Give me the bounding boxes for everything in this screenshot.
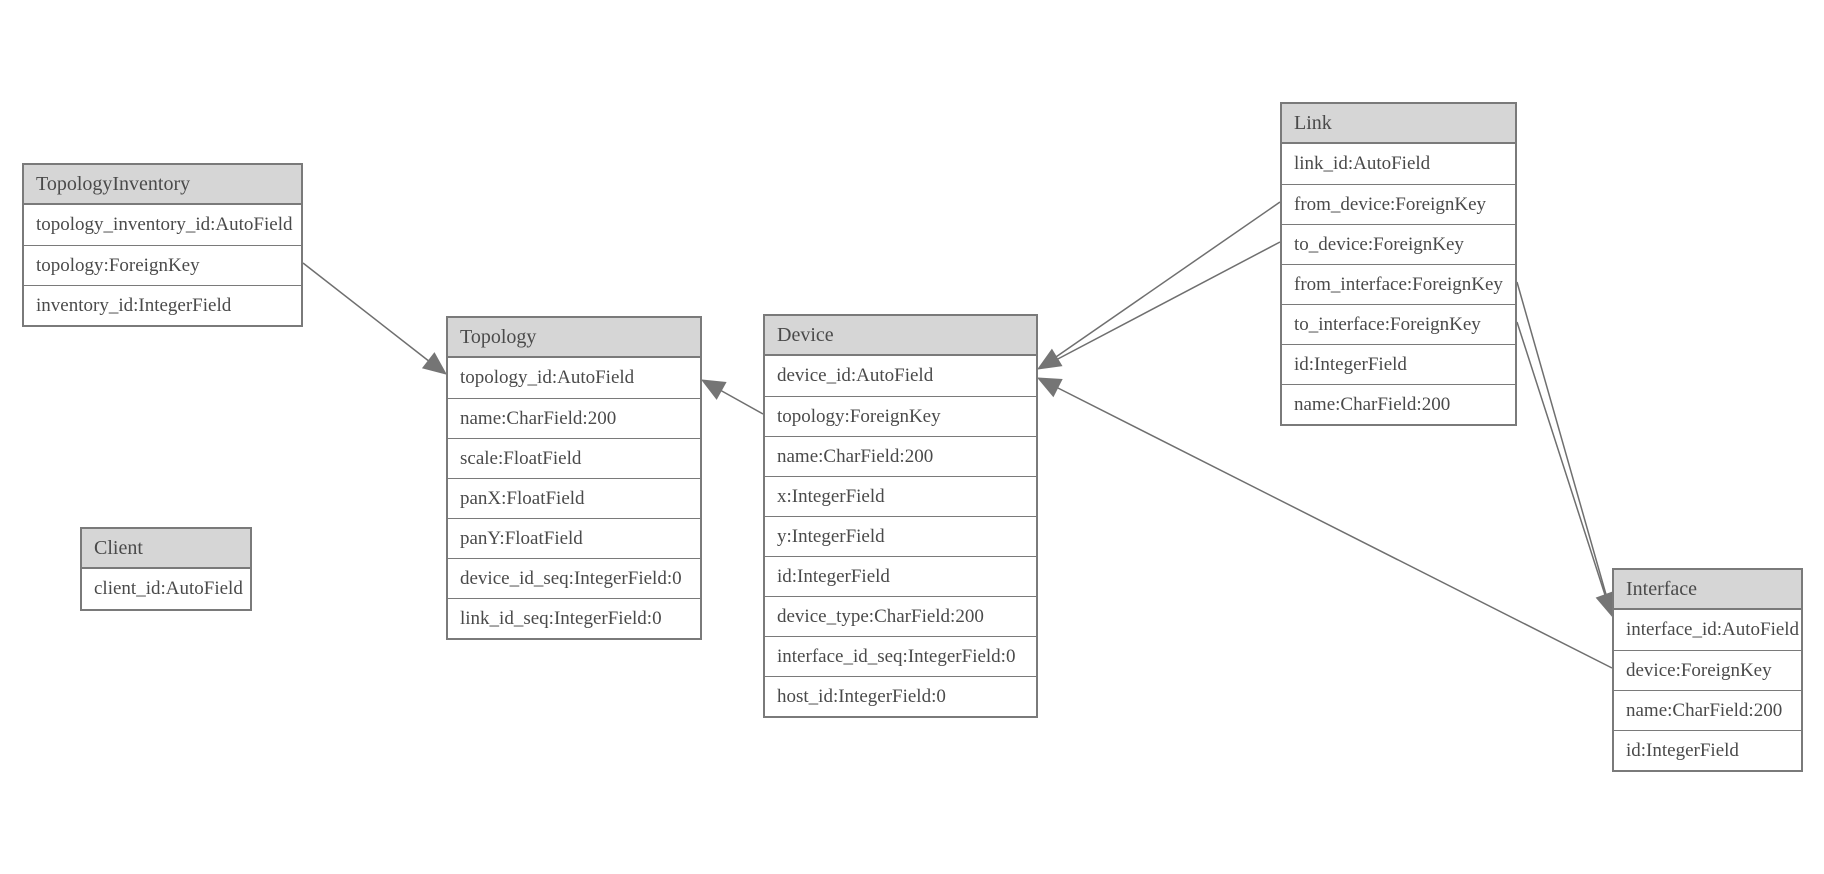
- table-row: client_id:AutoField: [82, 569, 250, 609]
- table-row: panX:FloatField: [448, 478, 700, 518]
- entity-table-interface: Interface interface_id:AutoField device:…: [1612, 568, 1803, 772]
- entity-header: TopologyInventory: [24, 165, 301, 205]
- table-row: panY:FloatField: [448, 518, 700, 558]
- table-row: link_id:AutoField: [1282, 144, 1515, 184]
- entity-table-device: Device device_id:AutoField topology:Fore…: [763, 314, 1038, 718]
- entity-header: Device: [765, 316, 1036, 356]
- table-row: topology_id:AutoField: [448, 358, 700, 398]
- table-row: device:ForeignKey: [1614, 650, 1801, 690]
- table-row: topology:ForeignKey: [765, 396, 1036, 436]
- table-row: name:CharField:200: [1614, 690, 1801, 730]
- edge-link-tointerface-interface: [1516, 321, 1607, 599]
- table-row: topology:ForeignKey: [24, 245, 301, 285]
- entity-header: Interface: [1614, 570, 1801, 610]
- table-row: y:IntegerField: [765, 516, 1036, 556]
- table-row: device_id:AutoField: [765, 356, 1036, 396]
- table-row: from_interface:ForeignKey: [1282, 264, 1515, 304]
- entity-header: Link: [1282, 104, 1515, 144]
- entity-header: Client: [82, 529, 250, 569]
- arrowhead-topology-right: [700, 379, 727, 400]
- table-row: interface_id_seq:IntegerField:0: [765, 636, 1036, 676]
- entity-table-link: Link link_id:AutoField from_device:Forei…: [1280, 102, 1517, 426]
- table-row: name:CharField:200: [765, 436, 1036, 476]
- entity-table-client: Client client_id:AutoField: [80, 527, 252, 611]
- edge-topologyinventory-topology: [302, 262, 431, 363]
- table-row: topology_inventory_id:AutoField: [24, 205, 301, 245]
- table-row: to_interface:ForeignKey: [1282, 304, 1515, 344]
- edge-link-fromdevice-device: [1052, 201, 1281, 360]
- edge-device-topology: [719, 389, 764, 415]
- table-row: id:IntegerField: [1614, 730, 1801, 770]
- edge-link-todevice-device: [1053, 241, 1281, 362]
- table-row: link_id_seq:IntegerField:0: [448, 598, 700, 638]
- edge-interface-device: [1053, 385, 1613, 669]
- arrowhead-device-right-upper: [1036, 348, 1063, 370]
- table-row: device_type:CharField:200: [765, 596, 1036, 636]
- edge-link-frominterface-interface: [1516, 281, 1608, 599]
- table-row: name:CharField:200: [1282, 384, 1515, 424]
- table-row: inventory_id:IntegerField: [24, 285, 301, 325]
- table-row: scale:FloatField: [448, 438, 700, 478]
- entity-table-topology: Topology topology_id:AutoField name:Char…: [446, 316, 702, 640]
- table-row: device_id_seq:IntegerField:0: [448, 558, 700, 598]
- entity-table-topologyinventory: TopologyInventory topology_inventory_id:…: [22, 163, 303, 327]
- table-row: name:CharField:200: [448, 398, 700, 438]
- table-row: to_device:ForeignKey: [1282, 224, 1515, 264]
- table-row: from_device:ForeignKey: [1282, 184, 1515, 224]
- table-row: id:IntegerField: [765, 556, 1036, 596]
- table-row: x:IntegerField: [765, 476, 1036, 516]
- arrowhead-topology-left: [421, 352, 447, 375]
- arrowhead-interface-left: [1595, 591, 1613, 618]
- table-row: id:IntegerField: [1282, 344, 1515, 384]
- entity-header: Topology: [448, 318, 700, 358]
- arrowhead-device-right-lower: [1036, 377, 1063, 398]
- table-row: interface_id:AutoField: [1614, 610, 1801, 650]
- table-row: host_id:IntegerField:0: [765, 676, 1036, 716]
